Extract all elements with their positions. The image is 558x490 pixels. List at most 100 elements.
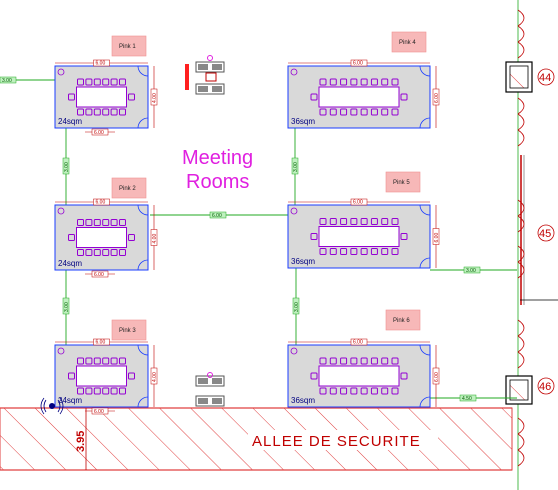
door-swing-icon bbox=[419, 204, 431, 216]
dimension-box bbox=[432, 88, 440, 106]
chair-icon bbox=[110, 78, 118, 86]
chair-icon bbox=[93, 249, 101, 256]
room-height-dimension: 4.00 bbox=[152, 234, 158, 244]
door-swing-icon bbox=[137, 65, 149, 77]
chair-icon bbox=[360, 387, 368, 395]
room-area: 24sqm bbox=[58, 259, 82, 268]
chair-icon bbox=[310, 372, 318, 380]
chair-icon bbox=[310, 93, 318, 101]
door-number-46: 46 bbox=[539, 381, 551, 393]
chair-icon bbox=[329, 78, 337, 86]
chair-icon bbox=[391, 387, 399, 395]
chair-icon bbox=[381, 248, 389, 255]
dimension-box bbox=[432, 367, 440, 385]
chair-icon bbox=[119, 78, 126, 86]
equipment-bottom bbox=[195, 372, 225, 407]
room-height-dimension: 6.00 bbox=[434, 93, 440, 103]
room-bottom-dimension: 6.00 bbox=[94, 409, 104, 415]
chair-icon bbox=[370, 78, 378, 86]
meeting-table bbox=[76, 365, 127, 387]
room-width-dimension: 6.00 bbox=[96, 61, 106, 67]
chair-icon bbox=[77, 108, 84, 116]
chair-icon bbox=[350, 357, 358, 365]
connector-p6-right: 4.50 bbox=[462, 396, 472, 402]
connector-p2-p5: 6.00 bbox=[212, 213, 222, 219]
chair-icon bbox=[319, 218, 327, 225]
chair-icon bbox=[340, 248, 348, 255]
chair-icon bbox=[119, 219, 126, 226]
chair-icon bbox=[85, 249, 93, 256]
chair-icon bbox=[310, 233, 318, 240]
right-wall: 44 45 46 bbox=[505, 0, 558, 490]
chair-icon bbox=[68, 234, 75, 241]
dimension-box bbox=[93, 59, 110, 67]
dimension-box bbox=[91, 270, 109, 278]
chair-icon bbox=[102, 387, 110, 395]
chair-icon bbox=[370, 218, 378, 225]
chair-icon bbox=[360, 108, 368, 116]
chair-icon bbox=[319, 387, 327, 395]
room-name-tag bbox=[385, 171, 421, 193]
chair-icon bbox=[350, 108, 358, 116]
chair-icon bbox=[391, 357, 399, 365]
room-height-dimension: 4.00 bbox=[152, 93, 158, 103]
chair-icon bbox=[93, 219, 101, 226]
chair-icon bbox=[360, 357, 368, 365]
chair-icon bbox=[329, 387, 337, 395]
chair-icon bbox=[85, 78, 93, 86]
chair-icon bbox=[381, 387, 389, 395]
chair-icon bbox=[340, 387, 348, 395]
chair-icon bbox=[102, 249, 110, 256]
room-name: Pink 3 bbox=[119, 328, 136, 334]
chair-icon bbox=[329, 108, 337, 116]
chair-icon bbox=[85, 219, 93, 226]
dimension-box bbox=[150, 88, 158, 106]
chair-icon bbox=[85, 387, 93, 395]
chair-icon bbox=[102, 219, 110, 226]
meeting-table bbox=[76, 227, 127, 248]
chair-icon bbox=[391, 248, 399, 255]
door-46: 46 bbox=[505, 375, 555, 405]
equipment-top bbox=[185, 55, 225, 95]
chair-icon bbox=[110, 357, 118, 365]
connector-p1-p2: 3.00 bbox=[64, 162, 70, 172]
chair-icon bbox=[400, 372, 408, 380]
chair-icon bbox=[77, 357, 84, 365]
dimension-box bbox=[350, 59, 368, 67]
dimension-box bbox=[432, 228, 440, 245]
meeting-table bbox=[318, 226, 400, 247]
meeting-table bbox=[318, 86, 400, 108]
chair-icon bbox=[340, 218, 348, 225]
title-line-2: Rooms bbox=[186, 171, 249, 193]
room-height-dimension: 4.00 bbox=[152, 372, 158, 382]
chair-icon bbox=[350, 78, 358, 86]
connector-labels: 3.00 3.00 3.00 6.00 3.00 3.00 3.00 4.50 bbox=[0, 76, 481, 402]
room-marker-icon bbox=[57, 68, 65, 76]
chair-icon bbox=[381, 78, 389, 86]
sensor-icon bbox=[40, 397, 64, 415]
room-name: Pink 1 bbox=[119, 44, 136, 50]
corridor-label: ALLEE DE SECURITE bbox=[252, 433, 421, 450]
room-area: 36sqm bbox=[291, 396, 315, 405]
door-swing-icon bbox=[137, 344, 149, 356]
meeting-table bbox=[318, 365, 400, 387]
room-height-dimension: 6.00 bbox=[434, 233, 440, 243]
chair-icon bbox=[77, 219, 84, 226]
dimension-box bbox=[91, 128, 109, 136]
chair-icon bbox=[110, 249, 118, 256]
room-marker-icon bbox=[290, 207, 298, 215]
chair-icon bbox=[350, 248, 358, 255]
chair-icon bbox=[119, 357, 126, 365]
chair-icon bbox=[93, 357, 101, 365]
corridor-width-dimension: 3.95 bbox=[75, 431, 87, 452]
room-bottom-dimension: 6.00 bbox=[94, 130, 104, 136]
door-45: 45 bbox=[537, 224, 555, 242]
chair-icon bbox=[119, 387, 126, 395]
door-swing-icon bbox=[419, 117, 431, 129]
room-name-tag bbox=[111, 319, 147, 341]
door-swing-icon bbox=[419, 344, 431, 356]
room-width-dimension: 6.00 bbox=[96, 340, 106, 346]
